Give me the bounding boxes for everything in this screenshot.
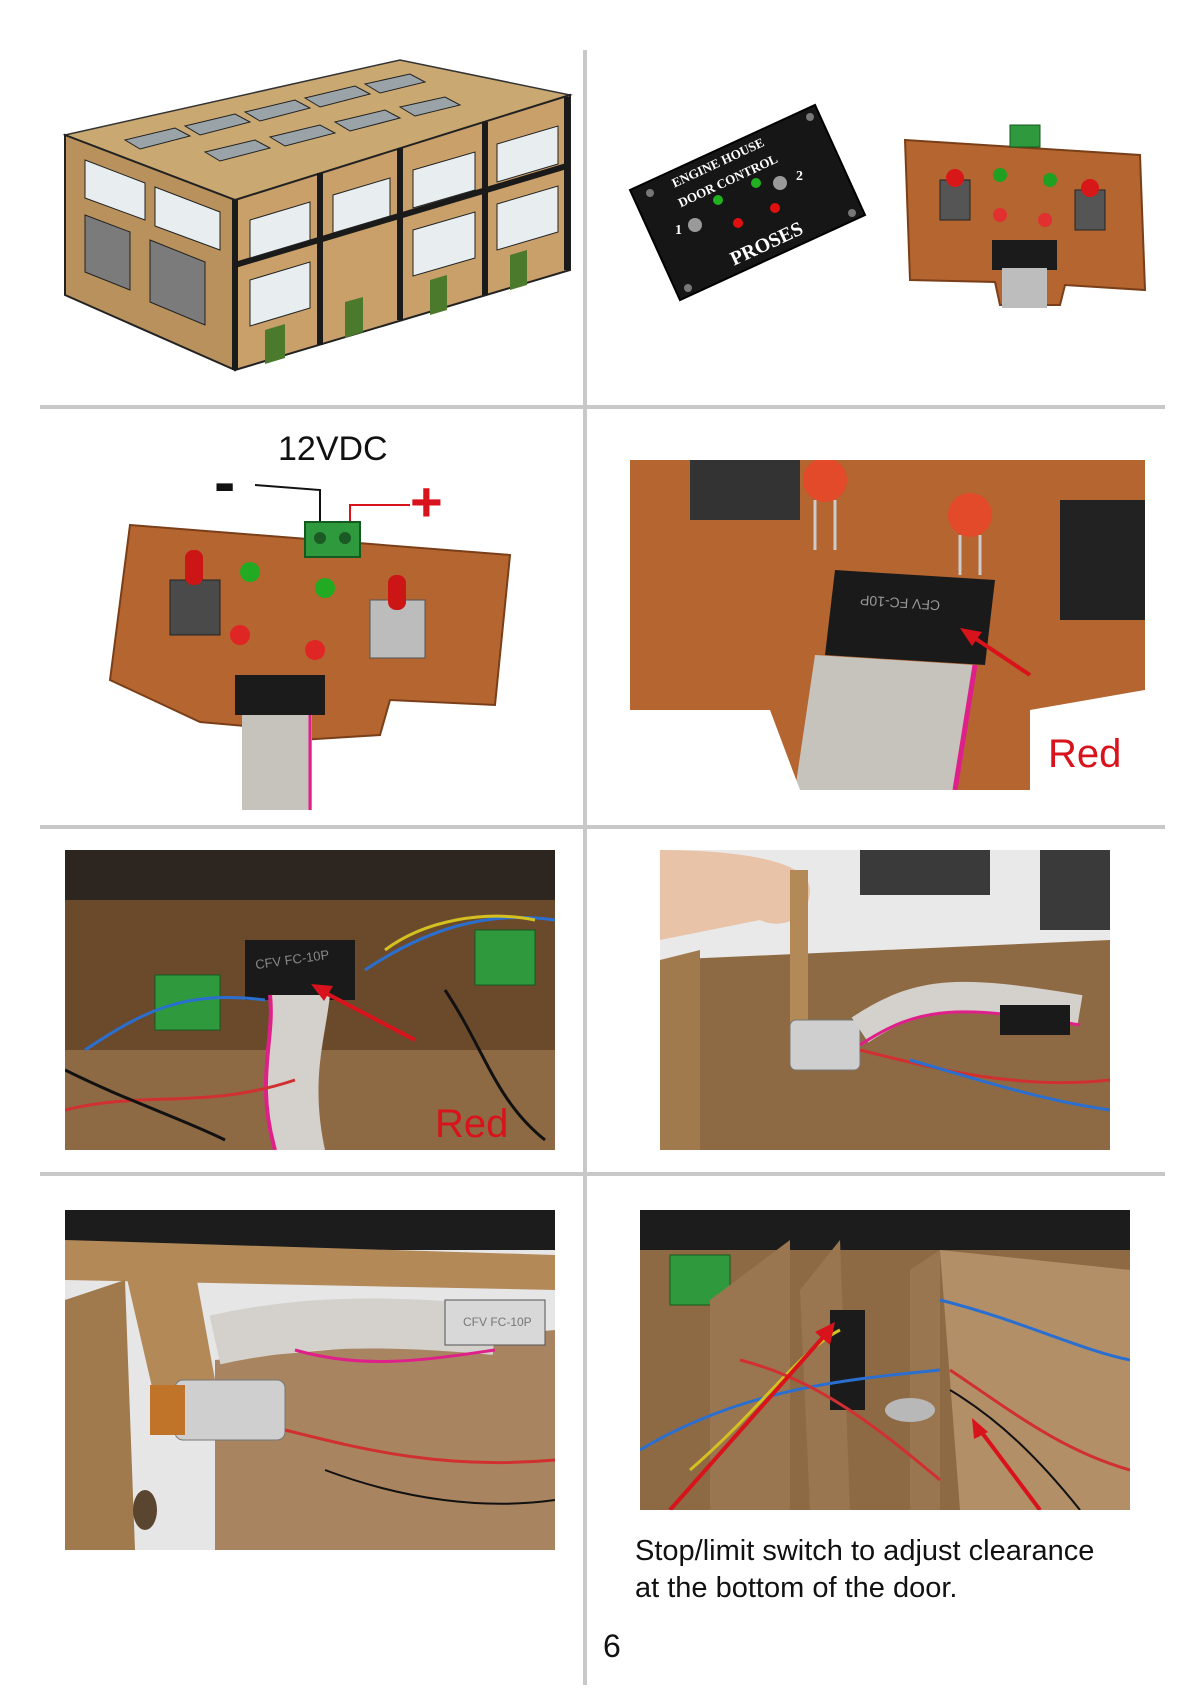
grid-divider-horizontal-1 — [40, 405, 1165, 409]
pcb-board-small-image — [900, 120, 1155, 310]
motor-lever-photo — [660, 850, 1110, 1150]
motor-closeup-connector-text: CFV FC-10P — [463, 1315, 532, 1329]
motor-closeup-photo: CFV FC-10P — [65, 1210, 555, 1550]
wiring-diagram-board-image — [90, 480, 540, 810]
positive-terminal-symbol: + — [410, 470, 443, 533]
limit-switch-caption-line1: Stop/limit switch to adjust clearance — [635, 1535, 1095, 1567]
grid-divider-horizontal-3 — [40, 1172, 1165, 1176]
connector-closeup-photo: CFV FC-10P Red — [630, 460, 1145, 790]
grid-divider-vertical — [583, 50, 587, 1685]
door-control-faceplate: ENGINE HOUSE DOOR CONTROL 1 2 PROSES — [620, 95, 870, 305]
limit-switch-photo — [640, 1210, 1130, 1510]
inside-box-wiring-photo: CFV FC-10P Red — [65, 850, 555, 1150]
grid-divider-horizontal-2 — [40, 825, 1165, 829]
page-number: 6 — [603, 1628, 621, 1664]
limit-switch-caption-line2: at the bottom of the door. — [635, 1572, 958, 1604]
negative-terminal-symbol: - — [214, 446, 236, 518]
inside-box-red-label: Red — [435, 1102, 509, 1146]
faceplate-switch-1-label: 1 — [675, 223, 682, 238]
faceplate-switch-2-label: 2 — [796, 169, 803, 184]
red-wire-label: Red — [1048, 732, 1122, 776]
engine-house-model-image — [55, 40, 575, 400]
voltage-label: 12VDC — [278, 430, 388, 468]
